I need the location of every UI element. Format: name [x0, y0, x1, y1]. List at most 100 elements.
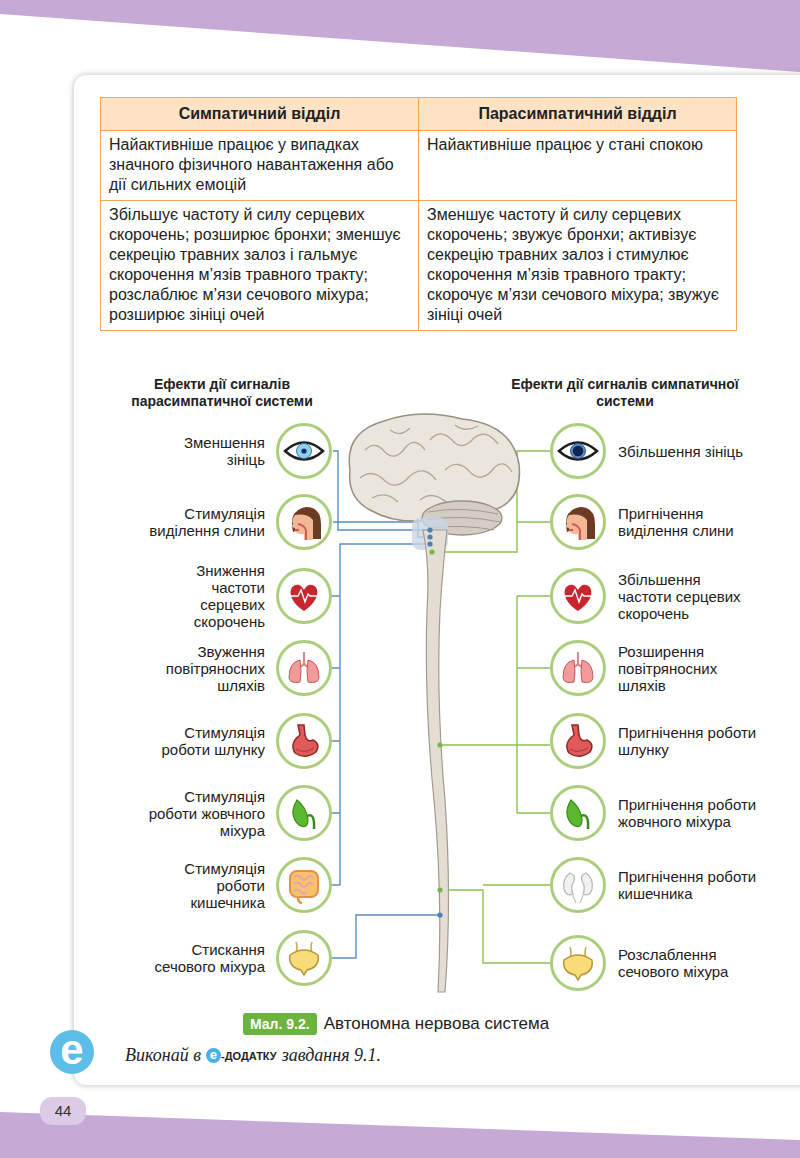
effect-label: Збільшення частоти серцевих скорочень — [618, 571, 758, 622]
organ-icon-svg — [550, 640, 606, 696]
organ-icon-svg — [276, 423, 332, 479]
effect-label: Пригнічення роботи кишечника — [618, 868, 758, 902]
effect-text-column: Збільшення зініць — [618, 443, 758, 460]
effect-text-column: Пригнічення роботи жовчного міхура — [618, 796, 758, 830]
organ-icon — [550, 785, 606, 841]
effect-text-column: Пригнічення роботи шлунку — [618, 724, 758, 758]
effect-node: Пригнічення виділення слини — [550, 494, 758, 550]
effect-text-column: Пригнічення роботи кишечника — [618, 868, 758, 902]
effect-label: Стимуляція роботи жовчного міхура — [147, 788, 265, 839]
effect-text-column: Стимуляція виділення слини — [147, 505, 265, 539]
organ-icon — [550, 494, 606, 550]
organ-icon-svg — [276, 494, 332, 550]
organ-icon — [550, 423, 606, 479]
effect-label: Звуження повітряносних шляхів — [147, 643, 265, 694]
organ-icon-svg — [550, 713, 606, 769]
effect-node: Зниження частоти серцевих скорочень — [147, 562, 332, 630]
effect-text-column: Зниження частоти серцевих скорочень — [147, 562, 265, 630]
organ-icon-svg — [276, 713, 332, 769]
column-heading: Ефекти дії сигналів симпатичної системи — [510, 376, 740, 410]
organ-icon-svg — [276, 568, 332, 624]
organ-icon-svg — [550, 785, 606, 841]
organ-icon-svg — [550, 494, 606, 550]
table-cell: Збільшує частоту й силу серцевих скороче… — [101, 201, 419, 331]
effect-node: Стискання сечового міхура — [147, 930, 332, 986]
organ-icon-svg — [276, 857, 332, 913]
organ-icon — [550, 935, 606, 991]
effect-label: Пригнічення роботи шлунку — [618, 724, 758, 758]
organ-icon — [550, 568, 606, 624]
effect-node: Звуження повітряносних шляхів — [147, 640, 332, 696]
effect-text-column: Стимуляція роботи кишечника — [147, 860, 265, 911]
organ-icon — [276, 423, 332, 479]
table-header: Парасимпатичний відділ — [419, 98, 737, 131]
table-cell: Найактивніше працює у стані спокою — [419, 131, 737, 201]
effect-text-column: Зменшення зініць — [147, 434, 265, 468]
organ-icon — [276, 568, 332, 624]
organ-icon-svg — [550, 568, 606, 624]
caption: Автономна нервова система — [324, 1014, 549, 1034]
e-icon: e — [50, 1030, 94, 1074]
organ-icon — [276, 494, 332, 550]
effect-text-column: Пригнічення виділення слини — [618, 505, 758, 539]
organ-icon — [276, 785, 332, 841]
effect-node: Збільшення частоти серцевих скорочень — [550, 568, 758, 624]
organ-icon-svg — [276, 785, 332, 841]
organ-icon — [550, 857, 606, 913]
effect-node: Стимуляція роботи жовчного міхура — [147, 785, 332, 841]
table-cell: Найактивніше працює у випадках значного … — [101, 131, 419, 201]
organ-icon — [276, 857, 332, 913]
organ-icon — [550, 713, 606, 769]
effect-label: Пригнічення роботи жовчного міхура — [618, 796, 758, 830]
organ-icon — [276, 640, 332, 696]
task-text: -ДОДАТКУ — [221, 1050, 277, 1062]
organ-icon-svg — [276, 640, 332, 696]
column-heading: Ефекти дії сигналів парасимпатичної сист… — [107, 376, 337, 410]
organ-icon — [276, 713, 332, 769]
effect-node: Розслаблення сечового міхура — [550, 935, 758, 991]
effect-text-column: Звуження повітряносних шляхів — [147, 643, 265, 694]
effect-node: Стимуляція роботи кишечника — [147, 857, 332, 913]
task-line: Виконай в e -ДОДАТКУ завдання 9.1. — [125, 1045, 381, 1066]
effect-label: Розширення повітряносних шляхів — [618, 643, 758, 694]
effect-label: Зменшення зініць — [147, 434, 265, 468]
page-number: 44 — [40, 1097, 86, 1125]
e-icon-small: e — [206, 1048, 221, 1063]
effect-node: Пригнічення роботи жовчного міхура — [550, 785, 758, 841]
effect-text-column: Розслаблення сечового міхура — [618, 946, 758, 980]
effect-node: Пригнічення роботи кишечника — [550, 857, 758, 913]
table-header: Симпатичний відділ — [101, 98, 419, 131]
table-cell: Зменшує частоту й силу серцевих скорочен… — [419, 201, 737, 331]
effect-text-column: Розширення повітряносних шляхів — [618, 643, 758, 694]
effect-label: Збільшення зініць — [618, 443, 758, 460]
organ-icon — [276, 930, 332, 986]
effect-label: Розслаблення сечового міхура — [618, 946, 758, 980]
effect-node: Стимуляція виділення слини — [147, 494, 332, 550]
figure-number: Мал. 9.2. — [243, 1013, 317, 1035]
effect-node: Зменшення зініць — [147, 423, 332, 479]
effect-text-column: Стискання сечового міхура — [147, 941, 265, 975]
nerve-dots — [427, 527, 442, 917]
effect-node: Розширення повітряносних шляхів — [550, 640, 758, 696]
task-text: завдання 9.1. — [282, 1045, 381, 1066]
effect-node: Пригнічення роботи шлунку — [550, 713, 758, 769]
comparison-table: Симпатичний відділПарасимпатичний відділ… — [100, 97, 737, 331]
effect-node: Стимуляція роботи шлунку — [147, 713, 332, 769]
organ-icon-svg — [550, 857, 606, 913]
effect-label: Зниження частоти серцевих скорочень — [147, 562, 265, 630]
caption-line: Мал. 9.2. Автономна нервова система — [243, 1013, 549, 1035]
organ-icon-svg — [276, 930, 332, 986]
organ-icon — [550, 640, 606, 696]
effect-text-column: Збільшення частоти серцевих скорочень — [618, 571, 758, 622]
task-text: Виконай в — [125, 1045, 201, 1066]
effect-label: Стимуляція виділення слини — [147, 505, 265, 539]
spinal-cord — [423, 530, 449, 992]
organ-icon-svg — [550, 423, 606, 479]
effect-label: Стимуляція роботи шлунку — [147, 724, 265, 758]
effect-label: Пригнічення виділення слини — [618, 505, 758, 539]
effect-text-column: Стимуляція роботи шлунку — [147, 724, 265, 758]
effect-label: Стимуляція роботи кишечника — [147, 860, 265, 911]
effect-node: Збільшення зініць — [550, 423, 758, 479]
effect-label: Стискання сечового міхура — [147, 941, 265, 975]
